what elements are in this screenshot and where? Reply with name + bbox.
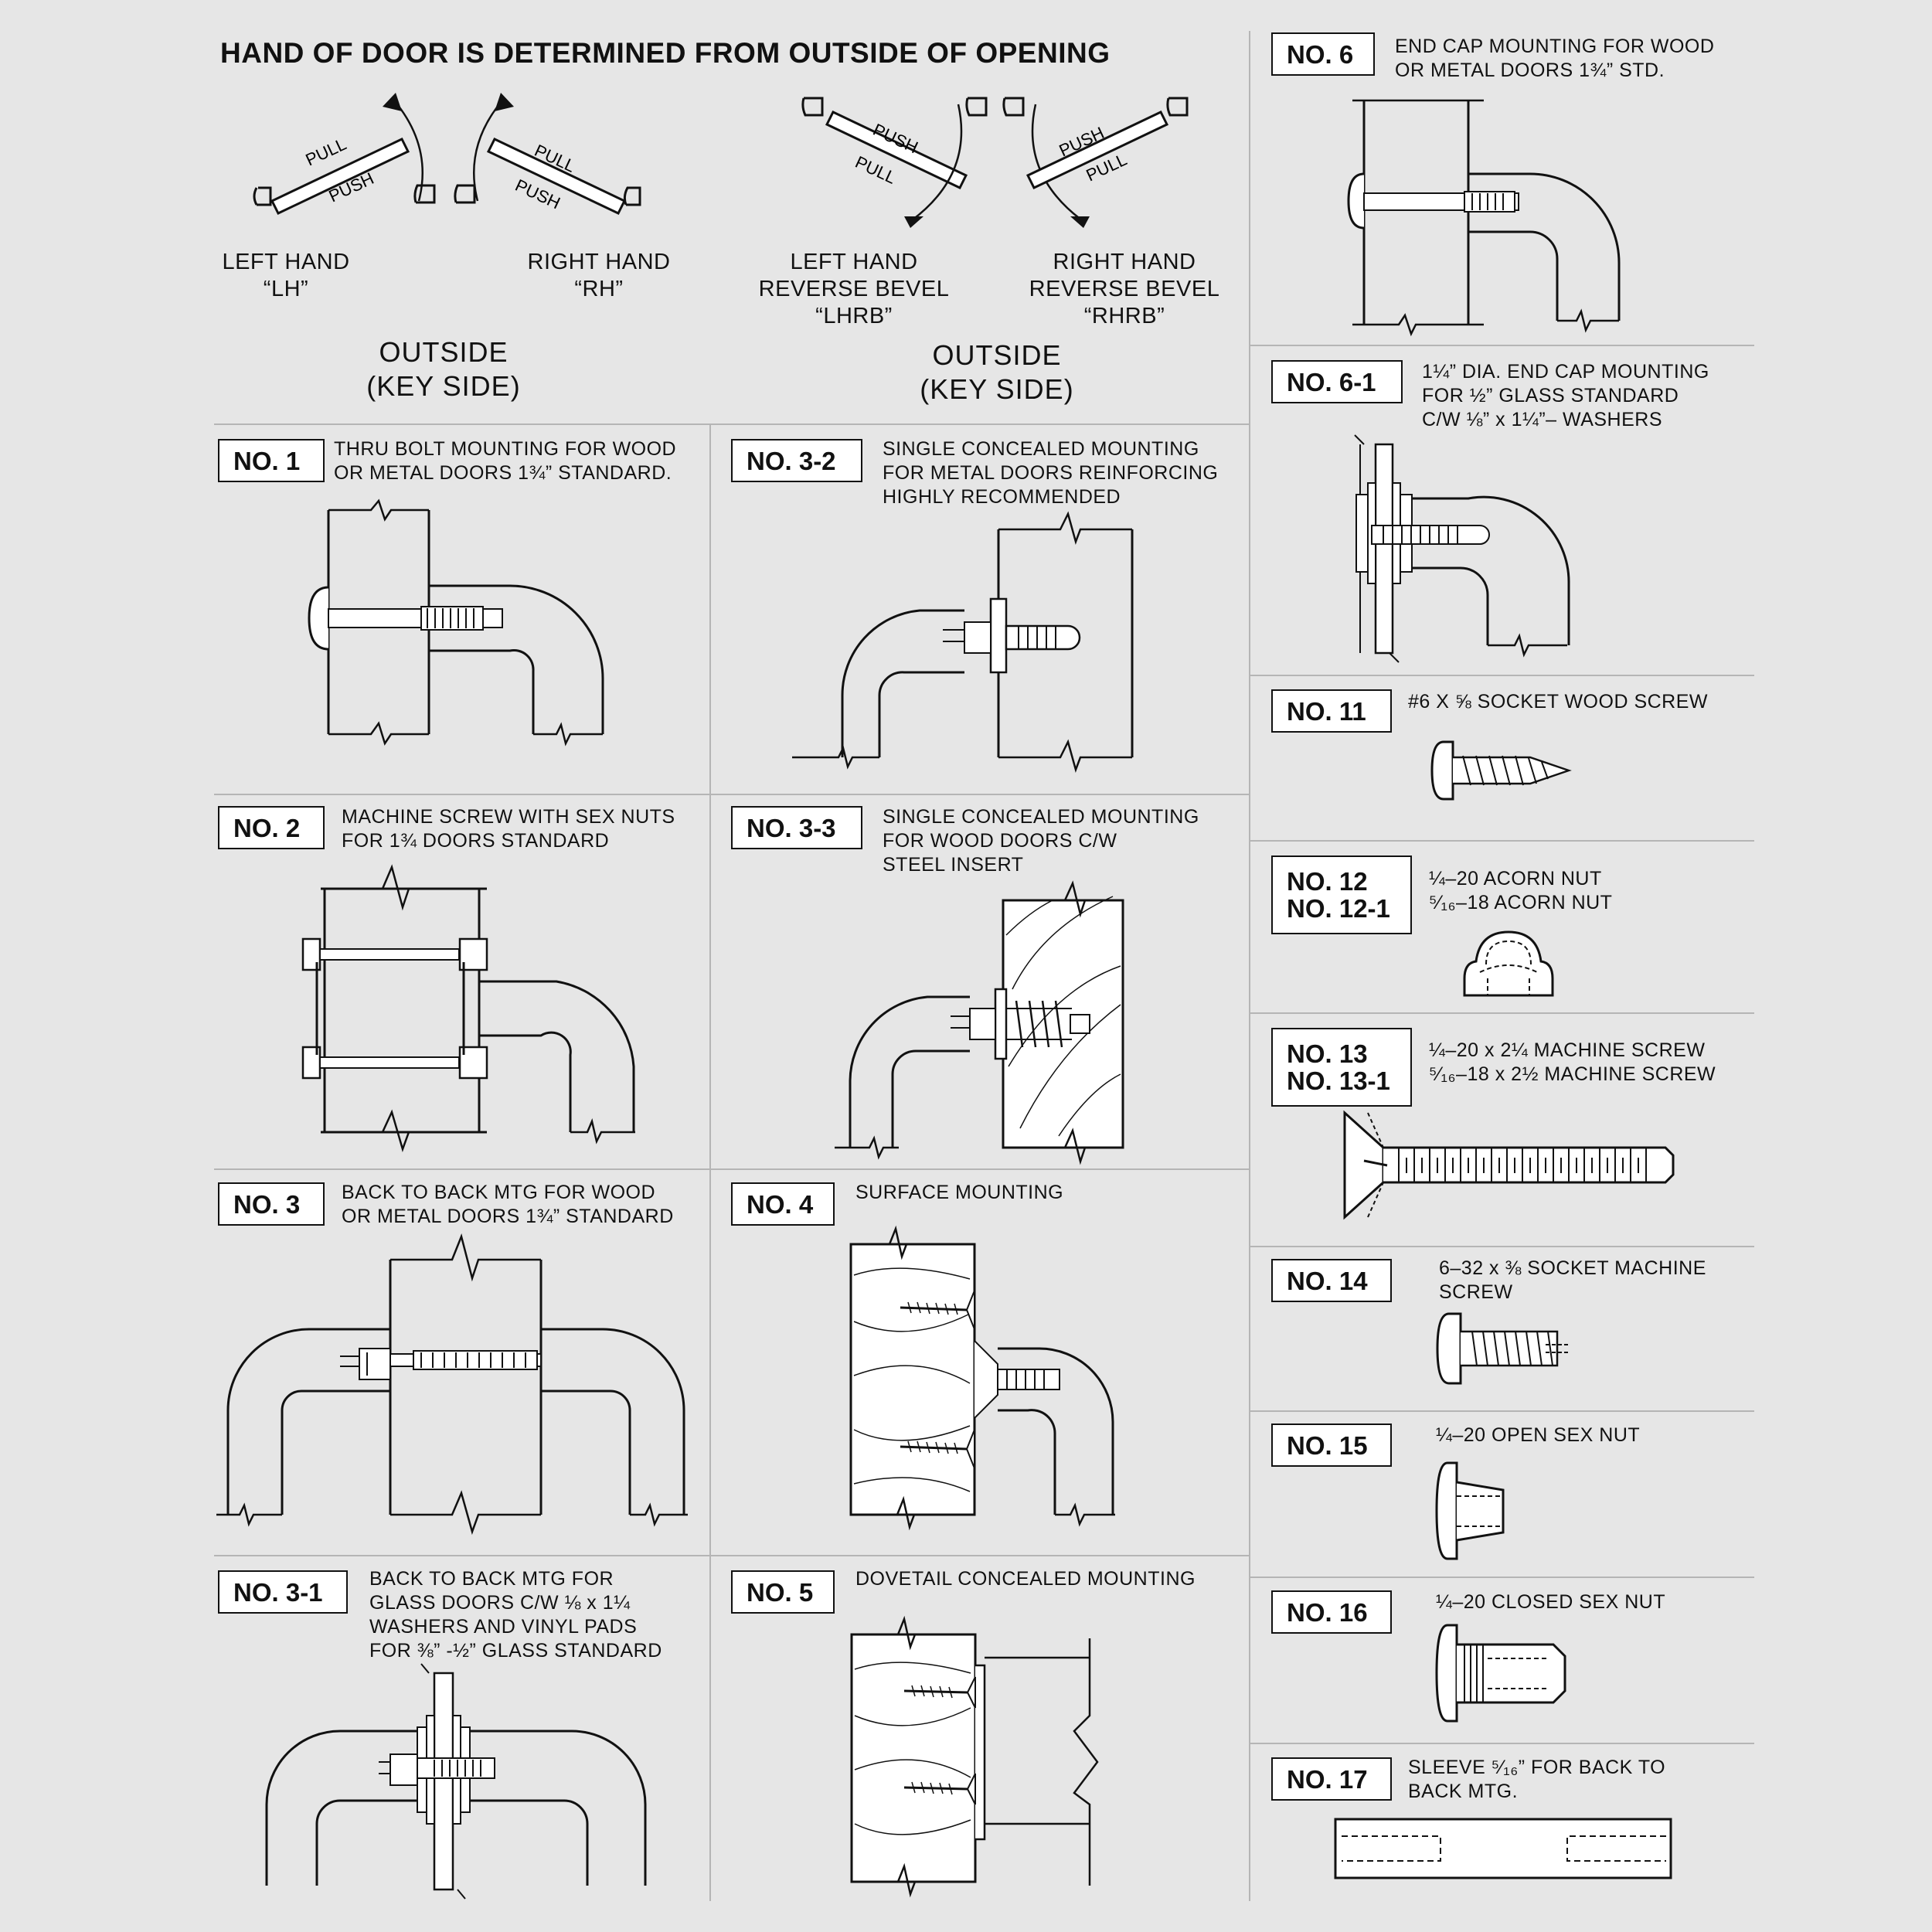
label-no-6: NO. 6 bbox=[1271, 32, 1375, 76]
desc-no-3-1: BACK TO BACK MTG FOR GLASS DOORS C/W ⅛ x… bbox=[369, 1568, 662, 1662]
diagram-back-to-back-glass bbox=[255, 1654, 672, 1909]
diagram-thru-bolt-mounting bbox=[294, 502, 626, 765]
divider-r3 bbox=[1249, 840, 1754, 842]
pull-label-lhrb: PULL bbox=[852, 152, 899, 188]
label-no-3-3: NO. 3-3 bbox=[731, 806, 862, 849]
desc-no-3-2: SINGLE CONCEALED MOUNTING FOR METAL DOOR… bbox=[883, 438, 1219, 508]
outside-key-side-right: OUTSIDE (KEY SIDE) bbox=[920, 339, 1074, 405]
divider-header bbox=[214, 423, 1249, 425]
pull-label-lh: PULL bbox=[303, 134, 349, 170]
label-no-14: NO. 14 bbox=[1271, 1259, 1392, 1302]
divider-r1 bbox=[1249, 345, 1754, 346]
column-divider-right bbox=[1249, 31, 1250, 1901]
label-no-5: NO. 5 bbox=[731, 1570, 835, 1614]
diagram-machine-screw-sex-nuts bbox=[294, 858, 649, 1159]
label-no-3-2: NO. 3-2 bbox=[731, 439, 862, 482]
label-no-3-1: NO. 3-1 bbox=[218, 1570, 348, 1614]
desc-no-17: SLEEVE ⁵⁄₁₆” FOR BACK TO BACK MTG. bbox=[1408, 1757, 1666, 1802]
divider-r4 bbox=[1249, 1012, 1754, 1014]
desc-no-16: ¼–20 CLOSED SEX NUT bbox=[1436, 1591, 1666, 1613]
desc-no-11: #6 X ⅝ SOCKET WOOD SCREW bbox=[1408, 691, 1709, 713]
closed-sex-nut-icon bbox=[1434, 1621, 1573, 1726]
open-sex-nut-icon bbox=[1434, 1459, 1519, 1563]
label-no-6-1: NO. 6-1 bbox=[1271, 360, 1403, 403]
divider-row2 bbox=[214, 1168, 1249, 1170]
desc-no-13: ¼–20 x 2¼ MACHINE SCREW ⁵⁄₁₆–18 x 2½ MAC… bbox=[1429, 1039, 1716, 1085]
door-swing-diagram-rh: PULL PUSH bbox=[448, 93, 649, 240]
diagram-end-cap-mounting bbox=[1345, 93, 1669, 332]
desc-no-3-3: SINGLE CONCEALED MOUNTING FOR WOOD DOORS… bbox=[883, 806, 1199, 876]
hand-label-rhrb: RIGHT HAND REVERSE BEVEL “RHRB” bbox=[1029, 250, 1220, 328]
socket-machine-screw-icon bbox=[1434, 1310, 1569, 1387]
desc-no-6: END CAP MOUNTING FOR WOOD OR METAL DOORS… bbox=[1395, 36, 1715, 81]
hand-label-rh: RIGHT HAND “RH” bbox=[527, 250, 671, 301]
acorn-nut-icon bbox=[1457, 926, 1561, 1003]
label-no-15: NO. 15 bbox=[1271, 1423, 1392, 1467]
hand-label-lh: LEFT HAND “LH” bbox=[222, 250, 350, 301]
desc-no-2: MACHINE SCREW WITH SEX NUTS FOR 1¾ DOORS… bbox=[342, 806, 675, 852]
wood-screw-icon bbox=[1428, 734, 1583, 808]
divider-r6 bbox=[1249, 1410, 1754, 1412]
divider-row3 bbox=[214, 1555, 1249, 1556]
diagram-end-cap-glass bbox=[1329, 433, 1592, 665]
label-no-3: NO. 3 bbox=[218, 1182, 325, 1226]
label-no-12: NO. 12 NO. 12-1 bbox=[1271, 855, 1412, 934]
divider-r8 bbox=[1249, 1743, 1754, 1744]
desc-no-14: 6–32 x ⅜ SOCKET MACHINE SCREW bbox=[1439, 1257, 1706, 1303]
desc-no-12: ¼–20 ACORN NUT ⁵⁄₁₆–18 ACORN NUT bbox=[1429, 868, 1613, 913]
diagram-surface-mounting bbox=[831, 1221, 1155, 1530]
hand-label-lhrb: LEFT HAND REVERSE BEVEL “LHRB” bbox=[758, 250, 950, 328]
door-swing-diagram-lh: PULL PUSH bbox=[247, 93, 448, 240]
label-no-4: NO. 4 bbox=[731, 1182, 835, 1226]
door-swing-diagram-rhrb: PUSH PULL bbox=[997, 89, 1198, 228]
label-no-16: NO. 16 bbox=[1271, 1590, 1392, 1634]
diagram-dovetail-concealed bbox=[827, 1615, 1151, 1901]
desc-no-4: SURFACE MOUNTING bbox=[855, 1182, 1064, 1203]
divider-r2 bbox=[1249, 675, 1754, 676]
label-no-1: NO. 1 bbox=[218, 439, 325, 482]
label-no-2: NO. 2 bbox=[218, 806, 325, 849]
divider-row1 bbox=[214, 794, 1249, 795]
label-no-13: NO. 13 NO. 13-1 bbox=[1271, 1028, 1412, 1107]
outside-key-side-left: OUTSIDE (KEY SIDE) bbox=[366, 336, 521, 402]
desc-no-5: DOVETAIL CONCEALED MOUNTING bbox=[855, 1568, 1196, 1590]
diagram-single-concealed-metal bbox=[788, 510, 1175, 773]
label-no-17: NO. 17 bbox=[1271, 1757, 1392, 1801]
page-title: HAND OF DOOR IS DETERMINED FROM OUTSIDE … bbox=[220, 37, 1111, 69]
divider-r7 bbox=[1249, 1577, 1754, 1578]
desc-no-3: BACK TO BACK MTG FOR WOOD OR METAL DOORS… bbox=[342, 1182, 674, 1227]
diagram-back-to-back-mounting bbox=[216, 1229, 696, 1530]
column-divider-middle bbox=[709, 423, 711, 1901]
sleeve-icon bbox=[1334, 1818, 1674, 1881]
diagram-single-concealed-wood bbox=[827, 873, 1159, 1167]
desc-no-6-1: 1¼” DIA. END CAP MOUNTING FOR ½” GLASS S… bbox=[1422, 361, 1709, 430]
label-no-11: NO. 11 bbox=[1271, 689, 1392, 733]
divider-r5 bbox=[1249, 1246, 1754, 1247]
desc-no-15: ¼–20 OPEN SEX NUT bbox=[1436, 1424, 1641, 1446]
door-swing-diagram-lhrb: PUSH PULL bbox=[796, 89, 997, 228]
desc-no-1: THRU BOLT MOUNTING FOR WOOD OR METAL DOO… bbox=[334, 438, 677, 484]
machine-screw-icon bbox=[1341, 1105, 1681, 1225]
